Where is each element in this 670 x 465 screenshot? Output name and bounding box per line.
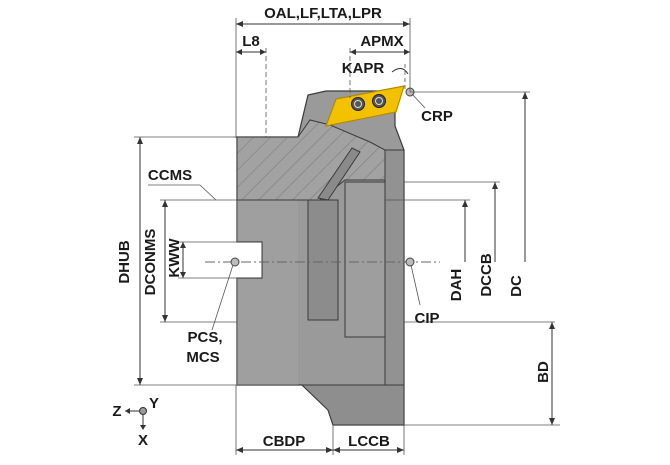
cip-point xyxy=(405,257,415,267)
lower-chamfer xyxy=(300,384,405,426)
rear-face xyxy=(384,149,405,426)
kapr-arc xyxy=(391,68,409,75)
axis-label-z: Z xyxy=(112,403,121,420)
label-dconms: DCONMS xyxy=(142,229,159,296)
coolant-channel xyxy=(317,147,361,201)
label-oal: OAL,LF,LTA,LPR xyxy=(264,5,382,22)
label-dc: DC xyxy=(508,275,525,297)
keyway-slot xyxy=(237,241,263,279)
label-apmx: APMX xyxy=(360,33,403,50)
label-ccms: CCMS xyxy=(148,167,192,184)
axis-origin xyxy=(139,407,147,415)
label-kww: KWW xyxy=(166,238,183,278)
label-dccb: DCCB xyxy=(478,253,495,296)
label-bd: BD xyxy=(535,361,552,383)
label-mcs: MCS xyxy=(186,349,219,366)
insert xyxy=(325,85,405,127)
label-pcs: PCS, xyxy=(187,329,222,346)
insert-screw-1 xyxy=(351,97,365,111)
label-l8: L8 xyxy=(242,33,260,50)
insert-screw-2 xyxy=(372,94,386,108)
label-crp: CRP xyxy=(421,108,453,125)
insert-body xyxy=(325,85,405,127)
inner-step xyxy=(344,181,386,338)
axis-label-x: X xyxy=(138,432,148,449)
pcs-point xyxy=(230,257,240,267)
inner-bore xyxy=(307,199,339,321)
axis-triad xyxy=(125,407,147,430)
label-lccb: LCCB xyxy=(348,433,390,450)
label-dah: DAH xyxy=(448,269,465,302)
label-dhub: DHUB xyxy=(116,240,133,283)
label-cip: CIP xyxy=(414,310,439,327)
label-kapr: KAPR xyxy=(342,60,385,77)
label-cbdp: CBDP xyxy=(263,433,306,450)
axis-label-y: Y xyxy=(149,395,159,412)
cutter-body xyxy=(236,90,405,426)
